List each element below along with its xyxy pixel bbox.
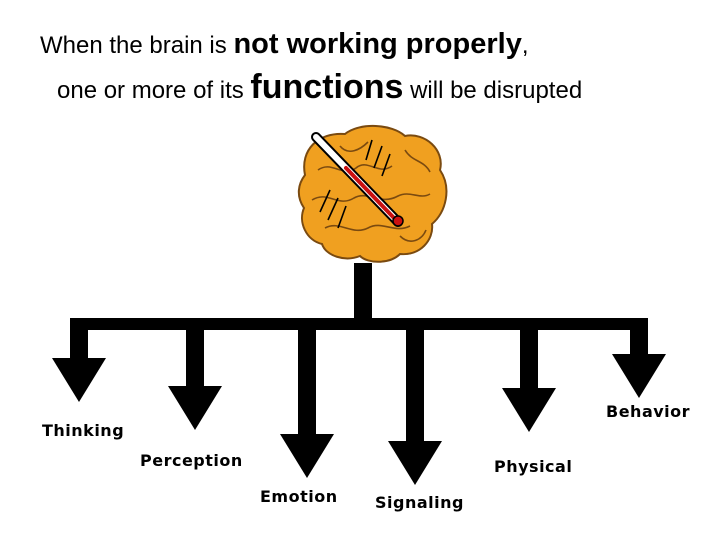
- thermometer-icon: [311, 132, 404, 229]
- arrow-thinking: [52, 318, 106, 402]
- branch-arrows: [52, 318, 666, 485]
- heading-line-1: When the brain is not working properly,: [40, 28, 529, 61]
- arrow-emotion: [280, 318, 334, 478]
- heading-line-2-emphasis: functions: [250, 68, 404, 106]
- label-perception: Perception: [140, 451, 243, 470]
- heading-line-2-pre: one or more of its: [57, 77, 251, 104]
- label-emotion: Emotion: [260, 487, 338, 506]
- branch-tree: [70, 263, 648, 330]
- heading-line-1-emphasis: not working properly: [233, 28, 522, 60]
- brain-fold: [404, 149, 431, 173]
- brain-fold: [317, 164, 393, 172]
- heading-line-1-pre: When the brain is: [40, 32, 234, 59]
- thermometer-bulb: [392, 215, 404, 227]
- arrow-perception: [168, 318, 222, 430]
- arrow-physical: [502, 318, 556, 432]
- brain-fold: [339, 141, 369, 153]
- heading-line-1-post: ,: [521, 32, 529, 59]
- trunk: [354, 263, 372, 321]
- crossbar: [70, 318, 648, 330]
- label-physical: Physical: [494, 457, 573, 476]
- label-thinking: Thinking: [42, 421, 125, 440]
- brain-fold: [399, 229, 427, 242]
- heading-line-2-post: will be disrupted: [403, 77, 583, 104]
- arrow-signaling: [388, 318, 442, 485]
- brain-fold: [324, 224, 411, 232]
- heading-line-2: one or more of its functions will be dis…: [57, 68, 582, 107]
- label-signaling: Signaling: [375, 493, 464, 512]
- thermometer-marks: [319, 139, 391, 229]
- arrow-behavior: [612, 318, 666, 398]
- thermometer-mercury: [344, 166, 396, 220]
- label-behavior: Behavior: [606, 402, 691, 421]
